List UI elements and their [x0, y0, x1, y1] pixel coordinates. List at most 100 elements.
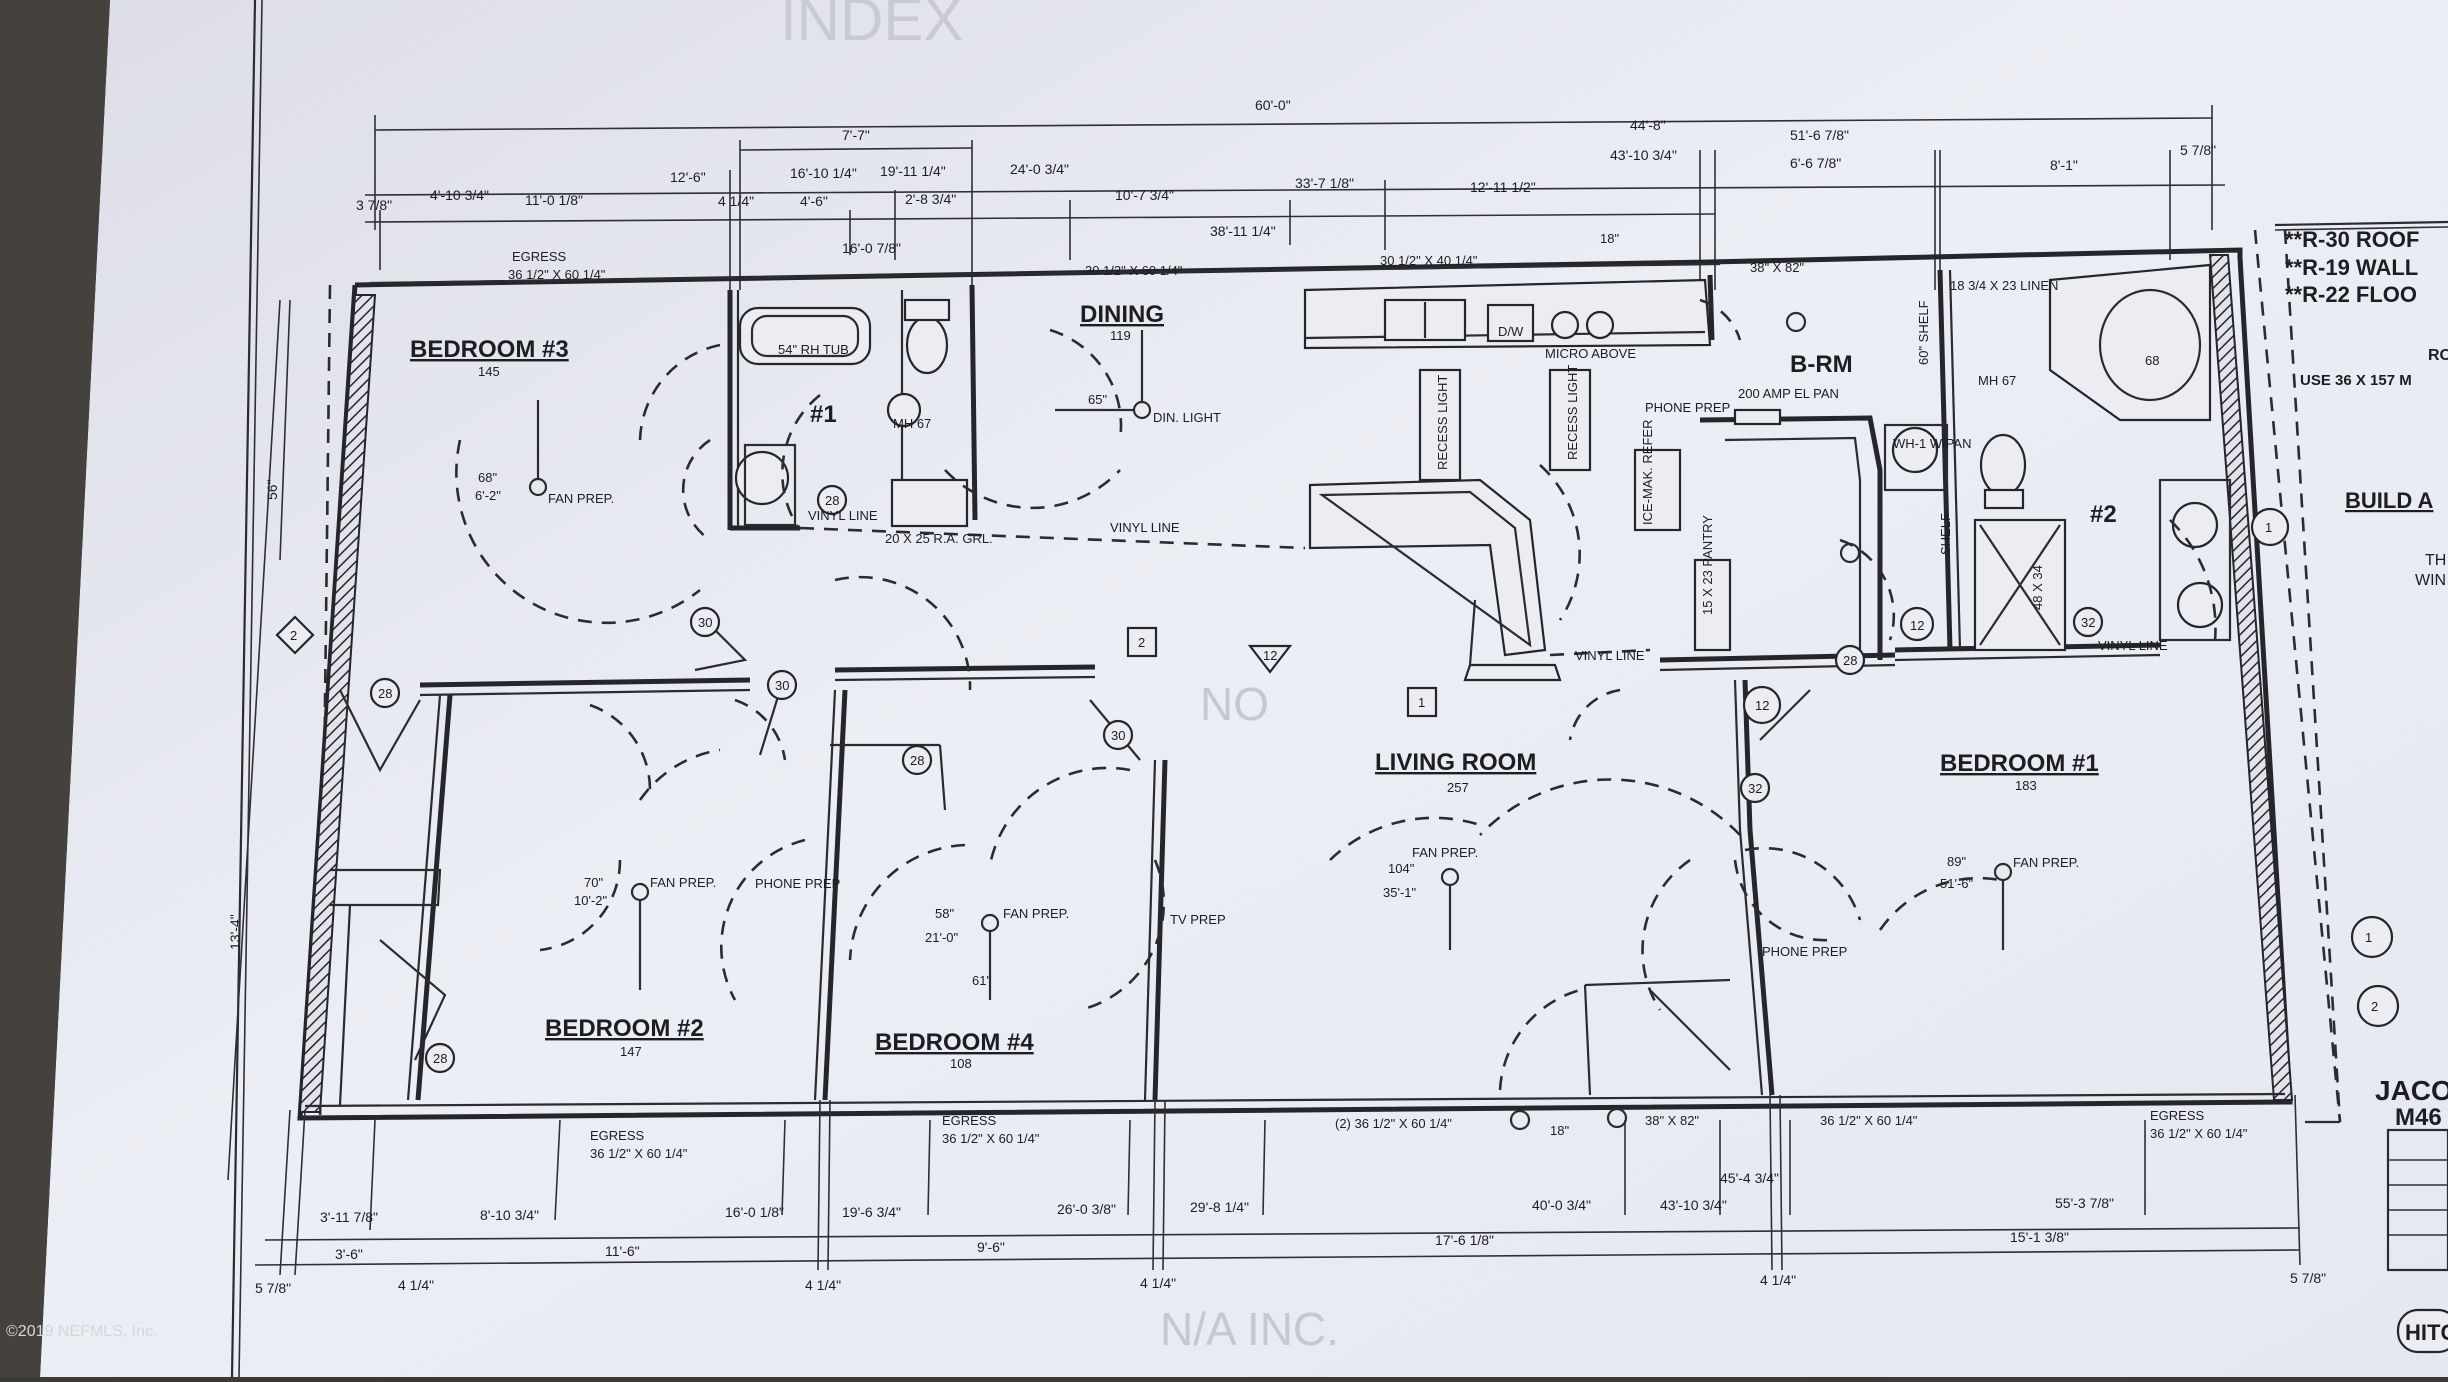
label-fan-b4-h: 58" — [935, 906, 954, 921]
left-dimension-line — [227, 299, 281, 1181]
label-vinyl-line-2: VINYL LINE — [808, 508, 878, 523]
label-water-heater: WH-1 W/PAN — [1893, 436, 1971, 451]
door-tag-30b: 30 — [775, 678, 789, 693]
left-end-wall-hatch — [298, 294, 377, 1113]
dim-bottom-12: 11'-6" — [605, 1243, 640, 1259]
window-egress-b2: EGRESS — [590, 1128, 645, 1143]
dim-top-5: 12'-6" — [670, 169, 706, 185]
note-m46: M46 — [2395, 1104, 2442, 1131]
dim-bottom-15: 15'-1 3/8" — [2010, 1229, 2069, 1245]
label-ra-grill: 20 X 25 R.A. GRL. — [885, 531, 993, 546]
label-recess-light-1: RECESS LIGHT — [1435, 375, 1450, 470]
room-area-bedroom1: 183 — [2015, 778, 2037, 793]
room-label-bedroom3: BEDROOM #3 — [410, 336, 569, 363]
range-burner-2 — [1585, 310, 1615, 340]
dim-top-21: 5 7/8" — [2180, 142, 2216, 158]
dim-bottom-6: 29'-8 1/4" — [1190, 1199, 1249, 1215]
window-front-door: 38" X 82" — [1645, 1113, 1699, 1128]
dim-top-4: 11'-0 1/8" — [525, 192, 583, 208]
exterior-wall-outline — [297, 247, 2293, 1121]
dim-top-8: 24'-0 3/4" — [1010, 161, 1069, 177]
dim-bottom-16: 5 7/8" — [255, 1280, 291, 1296]
label-electric-panel: 200 AMP EL PAN — [1738, 386, 1839, 401]
label-fan-lr: FAN PREP. — [1412, 845, 1478, 860]
interior-walls — [330, 269, 2161, 1106]
ghost-index-text: INDEX — [780, 0, 963, 53]
note-r22-floor: **R-22 FLOO — [2285, 282, 2417, 307]
dim-top-11: 51'-6 7/8" — [1790, 127, 1849, 143]
label-fan-lr-w: 35'-1" — [1383, 885, 1417, 900]
window-b1a-size: 36 1/2" X 60 1/4" — [1820, 1113, 1918, 1128]
window-b2-size: 36 1/2" X 60 1/4" — [590, 1146, 688, 1161]
note-th: TH — [2425, 552, 2446, 569]
label-fan-b1-w: 51'-6" — [1940, 876, 1974, 891]
window-dining-size: 30 1/2" X 60 1/4" — [1085, 263, 1183, 278]
tag-side-1: 1 — [2265, 520, 2272, 535]
room-label-bedroom4: BEDROOM #4 — [875, 1029, 1034, 1056]
room-area-living: 257 — [1447, 780, 1469, 795]
bath1-sink — [734, 450, 790, 506]
label-fan-b3-h: 68" — [478, 470, 497, 485]
note-tag-2: 2 — [2371, 999, 2378, 1014]
fixture-symbols — [528, 311, 2013, 1131]
dim-bottom-14: 17'-6 1/8" — [1435, 1232, 1494, 1248]
note-build: BUILD A — [2345, 488, 2434, 513]
label-fan-b4-w: 21'-0" — [925, 930, 959, 945]
tag-side-2: 2 — [290, 628, 297, 643]
door-swings — [339, 298, 2217, 1091]
label-phone-prep-lr: PHONE PREP — [1762, 944, 1847, 959]
room-area-bedroom2: 147 — [620, 1044, 642, 1059]
room-area-bedroom4: 108 — [950, 1056, 972, 1071]
dim-top-15: 12'-11 1/2" — [1470, 179, 1536, 195]
label-linen: 18 3/4 X 23 LINEN — [1950, 278, 2058, 293]
note-ro: RO — [2428, 347, 2448, 364]
label-mh-bath2: MH 67 — [1978, 373, 2016, 388]
label-height-1: 18" — [1600, 231, 1619, 246]
note-win: WIN — [2415, 572, 2446, 589]
room-label-bath2: #2 — [2090, 501, 2117, 528]
dim-top-3: 4'-10 3/4" — [430, 187, 489, 203]
door-tag-12b: 12 — [1755, 698, 1769, 713]
dim-bottom-3: 16'-0 1/8" — [725, 1204, 784, 1220]
dim-bottom-20: 4 1/4" — [1760, 1272, 1796, 1288]
label-fan-b2: FAN PREP. — [650, 875, 716, 890]
window-b4-size: 36 1/2" X 60 1/4" — [942, 1131, 1040, 1146]
refrigerator — [1633, 448, 1682, 532]
dim-top-10: 43'-10 3/4" — [1610, 147, 1677, 163]
right-dashed-outline — [2253, 229, 2342, 1123]
note-r19-wall: **R-19 WALL — [2285, 255, 2418, 280]
label-fan-b1: FAN PREP. — [2013, 855, 2079, 870]
window-kitchen-size: 30 1/2" X 40 1/4" — [1380, 253, 1478, 268]
dim-bottom-9: 45'-4 3/4" — [1720, 1170, 1779, 1186]
label-recess-light-2: RECESS LIGHT — [1565, 365, 1580, 460]
bath1-toilet — [905, 315, 949, 375]
dim-top-20: 4 1/4" — [718, 193, 754, 209]
dim-top-14: 10'-7 3/4" — [1115, 187, 1174, 203]
dim-top-16: 38'-11 1/4" — [1210, 223, 1276, 239]
room-label-bedroom1: BEDROOM #1 — [1940, 750, 2099, 777]
room-area-bedroom3: 145 — [478, 364, 500, 379]
dim-bottom-19: 4 1/4" — [1140, 1275, 1176, 1291]
top-dimensions — [364, 105, 2226, 290]
exterior-light-icon — [1606, 1107, 1628, 1129]
window-b1b-size: 36 1/2" X 60 1/4" — [2150, 1126, 2248, 1141]
note-hitc: HITC — [2405, 1320, 2448, 1345]
dim-top-17: 6'-6 7/8" — [1790, 155, 1841, 171]
door-tag-12c: 12 — [1263, 648, 1277, 663]
note-r30-roof: **R-30 ROOF — [2285, 227, 2419, 252]
dim-top-2: 44'-8" — [1630, 117, 1666, 133]
dim-left-top: 56" — [264, 479, 280, 500]
label-fan-b3: FAN PREP. — [548, 491, 614, 506]
label-height-2: 18" — [1550, 1123, 1569, 1138]
kitchen-island — [1308, 478, 1547, 657]
window-egress-b3: EGRESS — [512, 249, 567, 264]
room-area-dining: 119 — [1110, 328, 1131, 343]
top-wall-inner — [369, 262, 1721, 285]
label-dining-light: DIN. LIGHT — [1153, 410, 1221, 425]
window-living-size: (2) 36 1/2" X 60 1/4" — [1335, 1116, 1452, 1131]
bathroom-fixtures — [734, 263, 2232, 652]
kitchen — [1303, 278, 1732, 657]
label-phone-prep-kitchen: PHONE PREP — [1645, 400, 1730, 415]
dim-top-22: 16'-0 7/8" — [842, 240, 901, 256]
